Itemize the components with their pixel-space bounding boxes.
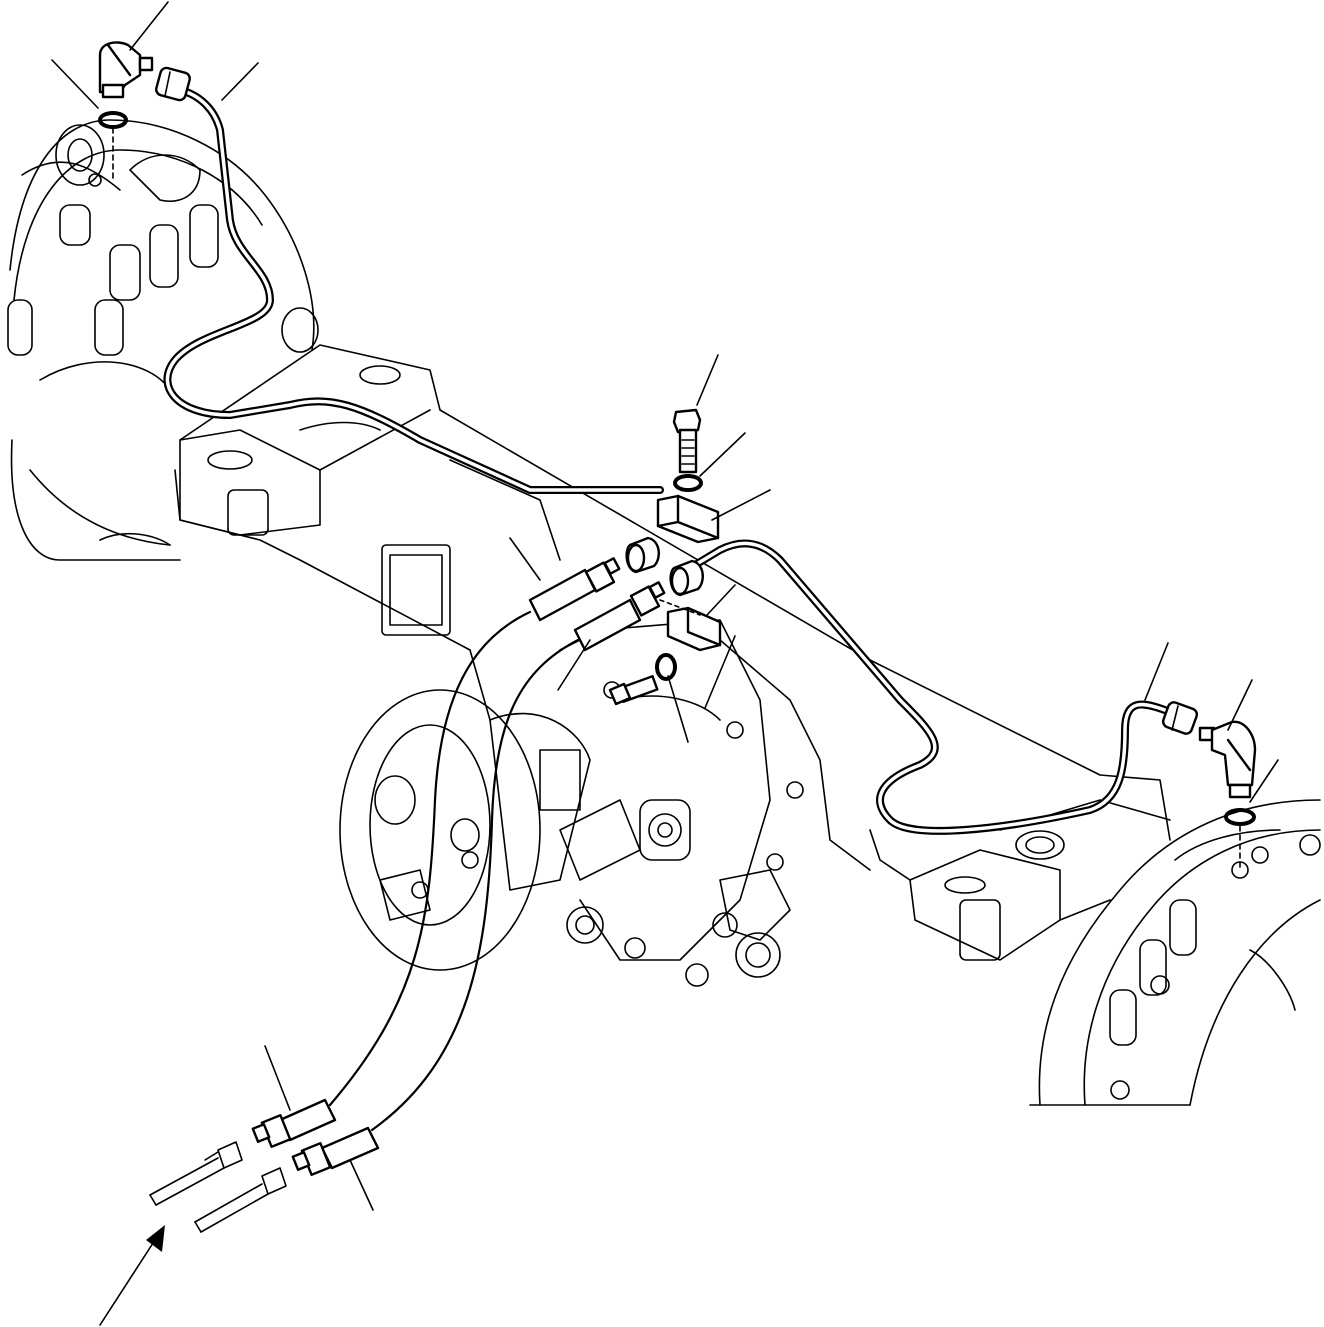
feed-hoses (328, 610, 580, 1132)
hose-end-upper (528, 557, 621, 622)
right-elbow-fitting (1198, 720, 1257, 799)
lower-bolt (608, 675, 659, 706)
left-brake-tube (155, 66, 664, 494)
hose-fitting-bottom-upper (251, 1098, 337, 1148)
hose-fitting-bottom-lower (291, 1126, 380, 1176)
differential-housing (339, 619, 804, 987)
feed-tube-upper (149, 1141, 243, 1206)
lower-washer (655, 653, 677, 681)
washer (673, 474, 703, 492)
union-upper (625, 536, 660, 574)
union-middle (669, 559, 704, 597)
axle-housing (174, 344, 1171, 961)
left-o-ring (98, 111, 128, 129)
left-elbow-fitting (98, 41, 154, 99)
left-wheel-hub (7, 119, 319, 561)
right-wheel-hub (1029, 799, 1321, 1106)
right-brake-tube (686, 539, 1199, 835)
hose-end-lower (573, 581, 666, 652)
callout-leaders (51, 1, 1279, 1211)
tube-clamp-upper (656, 494, 720, 544)
direction-arrow (99, 1225, 165, 1326)
right-o-ring (1224, 808, 1256, 826)
tube-clamp-lower (659, 599, 722, 652)
mounting-bolt (672, 408, 702, 474)
feed-tube-lower (194, 1167, 287, 1233)
